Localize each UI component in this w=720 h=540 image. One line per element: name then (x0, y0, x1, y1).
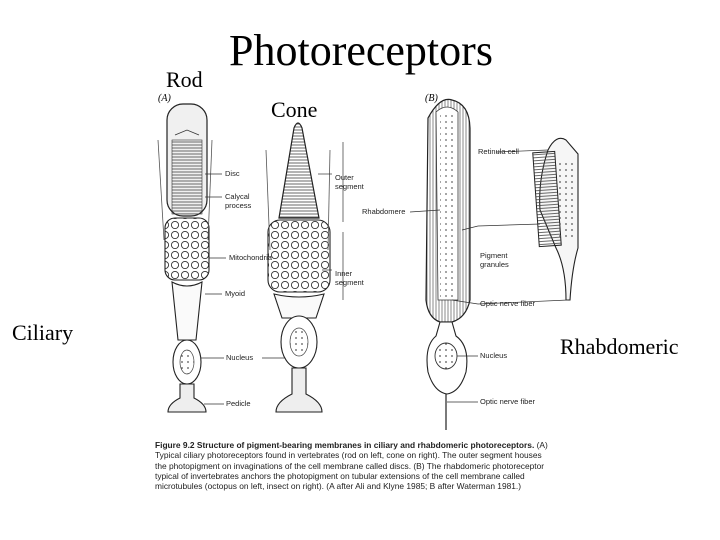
cone-cell-drawing (265, 122, 331, 413)
panel-b-leaders (409, 149, 569, 403)
annotation-inner-1: Inner (335, 269, 353, 278)
label-rod: Rod (166, 67, 203, 92)
panel-a-marker: (A) (158, 93, 171, 104)
panel-b-marker: (B) (425, 93, 438, 104)
annotation-calycal-1: Calycal (225, 192, 250, 201)
caption-heading: Figure 9.2 Structure of pigment-bearing … (155, 440, 535, 450)
octopus-cell-drawing (425, 98, 471, 430)
label-rhabdomeric: Rhabdomeric (560, 334, 679, 359)
annotation-nucleus-a: Nucleus (226, 353, 254, 362)
annotation-myoid: Myoid (225, 289, 246, 298)
annotation-optic-nerve-2: Optic nerve fiber (480, 397, 536, 406)
label-cone: Cone (271, 97, 318, 122)
annotation-retinula-cell: Retinula cell (478, 147, 519, 156)
annotation-rhabdomere: Rhabdomere (362, 207, 406, 216)
annotation-optic-nerve-1: Optic nerve fiber (480, 299, 536, 308)
caption-body: (A) Typical ciliary photoreceptors found… (155, 440, 548, 492)
label-ciliary: Ciliary (12, 320, 74, 345)
figure-caption: Figure 9.2 Structure of pigment-bearing … (155, 440, 550, 491)
annotation-mitochondria: Mitochondria (229, 253, 272, 262)
annotation-pigment-2: granules (480, 260, 509, 269)
annotation-pedicle: Pedicle (226, 399, 251, 408)
slide-title: Photoreceptors (229, 26, 493, 75)
annotation-inner-2: segment (335, 278, 364, 287)
panel-a-leaders (201, 142, 344, 405)
annotation-disc: Disc (225, 169, 240, 178)
annotation-pigment-1: Pigment (480, 251, 508, 260)
annotation-outer-2: segment (335, 182, 364, 191)
annotation-outer-1: Outer (335, 173, 354, 182)
annotation-nucleus-b: Nucleus (480, 351, 508, 360)
insect-cell-drawing (532, 137, 579, 301)
rod-cell-drawing (157, 103, 213, 413)
annotation-calycal-2: process (225, 201, 252, 210)
